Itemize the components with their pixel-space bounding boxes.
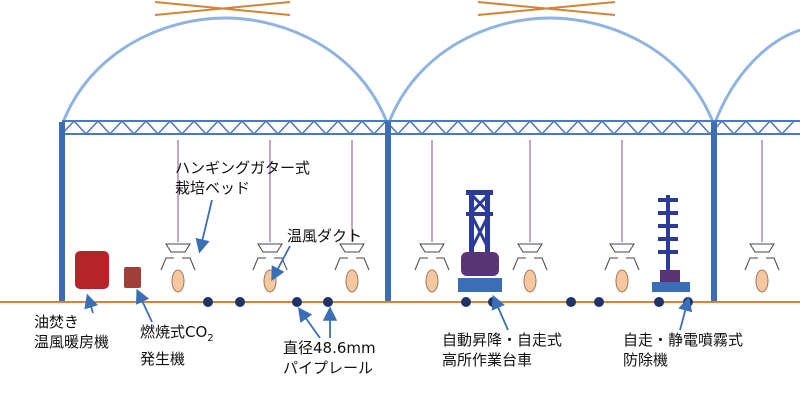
plant-pot (171, 269, 185, 293)
gutter-flap (334, 257, 370, 271)
label-hanging-gutter-bed: ハンギングガター式栽培ベッド (175, 159, 311, 197)
callout-arrow (84, 293, 99, 314)
pipe-rail (323, 297, 333, 307)
gutter-beds (160, 243, 780, 293)
callout-arrow (195, 199, 213, 254)
support-columns (59, 122, 717, 303)
lift-mast (469, 190, 474, 252)
sprayer-body (660, 270, 680, 284)
tension-wire (477, 1, 616, 16)
label-oil-heater: 油焚き温風暖房機 (34, 313, 110, 351)
plant-pot (345, 269, 359, 293)
co2-generator-unit (124, 267, 141, 288)
equipment (75, 190, 690, 292)
lift-top-bar (466, 190, 493, 195)
label-sprayer: 自走・静電噴霧式防除機 (623, 331, 744, 369)
pipe-rail (654, 297, 664, 307)
gutter-trough (339, 243, 365, 253)
callout-arrow (271, 245, 291, 282)
gutter-flap (512, 257, 548, 271)
gutter-trough (749, 243, 775, 253)
pipe-rail (566, 297, 576, 307)
gutter-flap (744, 257, 780, 271)
callout-arrow (491, 294, 509, 331)
pipe-rail (235, 297, 245, 307)
pipe-rail (292, 297, 302, 307)
gutter-bed (512, 243, 548, 293)
plant-pot (263, 269, 277, 293)
gutter-flap (414, 257, 450, 271)
support-column (385, 122, 391, 303)
gutter-trough (419, 243, 445, 253)
hanging-wires (177, 140, 763, 242)
label-hot-air-duct: 温風ダクト (287, 227, 363, 245)
gutter-trough (517, 243, 543, 253)
roof-arch (712, 28, 800, 126)
gutter-trough (257, 243, 283, 253)
gutter-bed (744, 243, 780, 293)
lift-mid-bar (466, 212, 493, 216)
sprayer-chassis (652, 282, 690, 292)
callout-arrow (297, 307, 321, 339)
callout-arrows (84, 199, 693, 339)
pipe-rail (461, 297, 471, 307)
callout-arrow (136, 288, 153, 323)
gutter-bed (334, 243, 370, 293)
plant-pot (523, 269, 537, 293)
support-column (59, 122, 65, 303)
truss-web (61, 119, 795, 136)
lift-brace (470, 215, 490, 249)
lift-mast (485, 190, 490, 252)
truss-beam (61, 119, 800, 136)
gutter-trough (165, 243, 191, 253)
roof-tension-wires (154, 1, 616, 16)
gutter-bed (160, 243, 196, 293)
oil-heater-unit (75, 251, 109, 289)
plant-pot (755, 269, 769, 293)
gutter-bed (604, 243, 640, 293)
pipe-rail (594, 297, 604, 307)
roof-arch (60, 16, 390, 126)
gutter-flap (252, 257, 288, 271)
plant-pot (425, 269, 439, 293)
plant-pot (615, 269, 629, 293)
label-lift-cart: 自動昇降・自走式高所作業台車 (442, 331, 563, 369)
lift-body (461, 252, 499, 276)
gutter-trough (609, 243, 635, 253)
lift-brace (470, 193, 490, 214)
gutter-bed (252, 243, 288, 293)
gutter-flap (604, 257, 640, 271)
gutter-flap (160, 257, 196, 271)
sprayer-mast (666, 195, 670, 273)
tension-wire (154, 1, 291, 16)
roof-arch (386, 16, 716, 126)
roof-arches (60, 16, 800, 126)
support-column (711, 122, 717, 303)
pipe-rail (203, 297, 213, 307)
lift-chassis (458, 278, 502, 292)
callout-arrow (678, 296, 693, 331)
gutter-bed (414, 243, 450, 293)
